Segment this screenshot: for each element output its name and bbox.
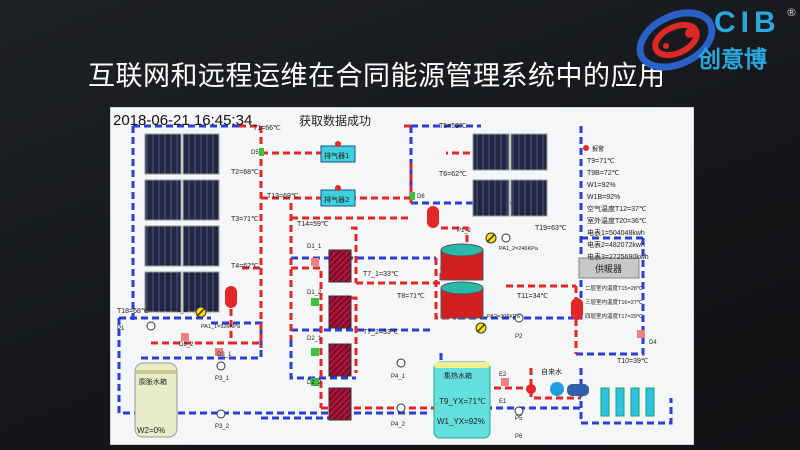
- pressure-vessels: [225, 206, 583, 320]
- diagram-label: P1: [117, 326, 125, 332]
- temperature-labels: T1=66℃ T2=68℃ T3=71℃ T4=62℃ T5=59℃ T6=62…: [117, 123, 649, 365]
- collecting-tank[interactable]: 集热水箱 T9_YX=71℃ W1_YX=92%: [433, 361, 491, 439]
- brand-logo: CIB ® 创意博: [626, 0, 800, 78]
- diagram-label: 二层室内温度T15=28℃: [585, 284, 644, 292]
- label-t2: T2=68℃: [231, 169, 259, 176]
- storage-tank-1[interactable]: [440, 243, 484, 281]
- label-t13: T13=69℃: [267, 193, 299, 200]
- logo-swirl-icon: [636, 9, 716, 71]
- diagram-label: D4: [649, 340, 657, 346]
- diagram-label: D3_2: [179, 342, 194, 348]
- readings-panel: T9=71℃ T9B=72℃ W1=92% W1B=92% 空气温度T12=37…: [587, 158, 649, 261]
- diagram-label: D6: [417, 194, 425, 200]
- tap-water-label: 自来水: [541, 367, 562, 376]
- collecting-tank-level: W1_YX=92%: [437, 417, 485, 426]
- exhaust-device-1[interactable]: 排气器1: [320, 141, 356, 163]
- diagram-label: 四层室内温度T17=29℃: [585, 312, 644, 320]
- label-t14: T14=59℃: [297, 221, 329, 228]
- diagram-label: 电表3=2725690kwh: [587, 252, 649, 261]
- label-t11: T11=34℃: [517, 293, 548, 300]
- diagram-label: 空气温度T12=37℃: [587, 204, 647, 213]
- exhaust-1-label: 排气器1: [324, 151, 349, 160]
- diagram-label: P2: [515, 334, 523, 340]
- diagram-label: D2_2: [307, 380, 322, 386]
- expansion-tank-label: 膨胀水箱: [139, 377, 167, 386]
- slide-title: 互联网和远程运维在合同能源管理系统中的应用: [88, 61, 666, 92]
- diagram-label: T9B=72℃: [587, 170, 620, 177]
- diagram-label: T9=71℃: [587, 158, 615, 165]
- hot-pipes: [151, 124, 581, 410]
- diagram-label: 三层室内温度T16=27℃: [585, 298, 644, 306]
- label-t4: T4=62℃: [231, 263, 259, 270]
- room-temperatures: 二层室内温度T15=28℃ 三层室内温度T16=27℃ 四层室内温度T17=29…: [585, 284, 644, 320]
- diagram-label: D3_1: [217, 352, 232, 358]
- diagram-label: P1_1: [173, 308, 188, 314]
- storage-tank-2[interactable]: [440, 281, 484, 319]
- diagram-label: P1_2: [457, 228, 472, 234]
- label-t10: T10=39℃: [617, 358, 649, 365]
- diagram-label: P5: [515, 416, 523, 422]
- diagram-label: P4_2: [391, 422, 406, 428]
- diagram-label: P3_1: [215, 376, 230, 382]
- alarm-indicator-icon: [583, 145, 589, 151]
- label-t7-1: T7_1=33℃: [363, 271, 399, 278]
- expansion-tank[interactable]: 膨胀水箱 W2=0%: [134, 362, 178, 438]
- label-pa2: PA2=306KPa: [487, 314, 521, 320]
- datetime-display: 2018-06-21 16:45:34: [113, 112, 253, 129]
- diagram-label: 电表2=482072kwh: [587, 240, 645, 249]
- label-t5: T5=59℃: [439, 123, 467, 130]
- system-diagram: 排气器1 排气器2 膨胀水箱 W2=0% 集热水箱 T9_YX=7: [117, 123, 673, 440]
- heater-unit[interactable]: 供暖器: [578, 257, 640, 279]
- diagram-label: E1: [499, 399, 507, 405]
- label-pa1-1: PA1_1=326KPa: [201, 324, 241, 330]
- label-t7-2: T7_2=33℃: [363, 329, 399, 336]
- alarm-label: 报警: [592, 145, 604, 153]
- diagram-label: D2_1: [307, 336, 322, 342]
- diagram-label: P3_2: [215, 424, 230, 430]
- diagram-label: 室外温度T20=36℃: [587, 216, 647, 225]
- tap-water-inlet: 自来水: [526, 367, 589, 396]
- logo-chinese-name: 创意博: [698, 47, 767, 73]
- diagram-label: P6: [515, 434, 523, 440]
- solar-collector-array-right: [472, 133, 548, 217]
- pumps[interactable]: [146, 233, 524, 419]
- label-t8: T8=71℃: [397, 293, 425, 300]
- collecting-tank-temp: T9_YX=71℃: [439, 397, 486, 406]
- label-t19: T19=63℃: [535, 225, 567, 232]
- diagram-label: D1_2: [307, 290, 322, 296]
- logo-text: CIB: [714, 6, 781, 39]
- device-labels: D1_1 D1_2 D2_1 D2_2 D3_1 D3_2 D4 D5 D6 P…: [117, 150, 657, 440]
- status-message: 获取数据成功: [299, 114, 372, 128]
- expansion-tank-level: W2=0%: [137, 426, 165, 435]
- scada-panel: 排气器1 排气器2 膨胀水箱 W2=0% 集热水箱 T9_YX=7: [110, 107, 694, 445]
- diagram-label: W1B=92%: [587, 194, 620, 201]
- diagram-label: D5: [251, 150, 259, 156]
- diagram-label: E2: [499, 372, 507, 378]
- pressure-labels: PA1_1=326KPa PA1_2=246KPa PA2=306KPa: [201, 246, 539, 330]
- solar-collector-array-left: [144, 133, 220, 313]
- valves[interactable]: [181, 148, 645, 386]
- logo-registered-mark: ®: [786, 6, 797, 19]
- heat-exchangers: [328, 249, 352, 421]
- diagram-label: 电表1=504048kwh: [587, 228, 645, 237]
- label-t18: T18=68℃: [117, 308, 149, 315]
- heater-label: 供暖器: [595, 263, 622, 275]
- radiators: [600, 387, 655, 417]
- diagram-label: P4_1: [391, 374, 406, 380]
- diagram-label: D1_1: [307, 244, 322, 250]
- label-t3: T3=71℃: [231, 216, 259, 223]
- label-t6: T6=62℃: [439, 171, 467, 178]
- label-t1: T1=66℃: [253, 125, 281, 132]
- collecting-tank-label: 集热水箱: [444, 371, 472, 380]
- exhaust-device-2[interactable]: 排气器2: [320, 185, 356, 207]
- diagram-label: W1=92%: [587, 182, 616, 189]
- label-pa1-2: PA1_2=246KPa: [499, 246, 539, 252]
- exhaust-2-label: 排气器2: [324, 195, 349, 204]
